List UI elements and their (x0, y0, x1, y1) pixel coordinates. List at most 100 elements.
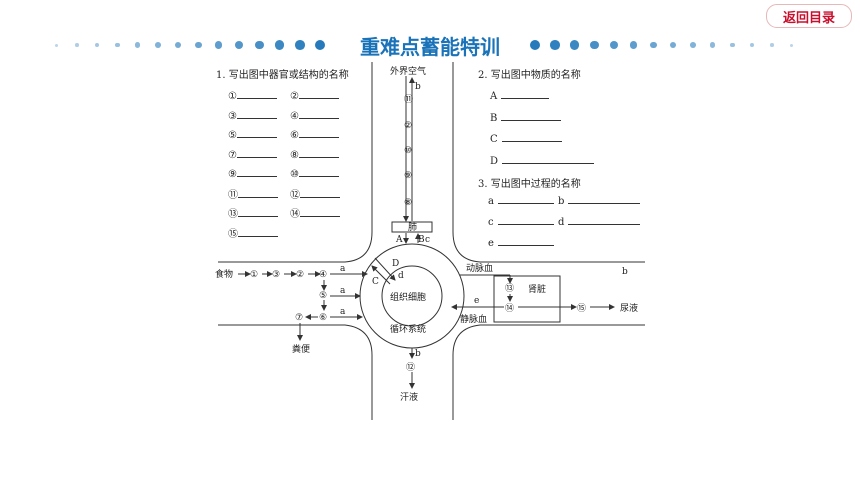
banner-dot (770, 43, 774, 47)
q3-item-label: e (488, 238, 494, 249)
answer-blank[interactable] (236, 166, 277, 177)
answer-blank[interactable] (238, 206, 278, 217)
label-e: e (474, 296, 479, 306)
q3-item-label: a (488, 196, 494, 207)
answer-blank[interactable] (236, 127, 277, 138)
banner-dot (730, 42, 735, 48)
q1-answer-item: ③ (228, 108, 277, 122)
q1-item-label: ⑪ (228, 189, 238, 201)
q2-item-label: D (490, 155, 499, 167)
banner-dot (315, 39, 326, 51)
banner-dot (530, 39, 541, 51)
answer-blank[interactable] (568, 193, 641, 204)
lung-box (391, 221, 433, 233)
answer-blank[interactable] (497, 214, 554, 225)
answer-blank[interactable] (298, 108, 339, 119)
label-d: d (398, 271, 404, 281)
answer-blank[interactable] (300, 206, 340, 217)
q1-item-label: ⑭ (290, 209, 300, 220)
answer-blank[interactable] (497, 193, 554, 204)
q3-item-label: c (488, 217, 494, 228)
num-7: ⑦ (295, 313, 303, 323)
q1-item-label: ⑨ (228, 169, 237, 180)
food-label: 食物 (215, 268, 233, 280)
vein-label: 静脉血 (460, 313, 487, 325)
q1-item-label: ① (228, 91, 237, 102)
banner-dot (295, 40, 305, 50)
q2-answer-item: D (490, 153, 595, 167)
q2-title: 2. 写出图中物质的名称 (478, 70, 581, 81)
answer-blank[interactable] (238, 226, 278, 237)
q3-answer-item: d (558, 214, 641, 228)
q2-answer-item: B (490, 110, 562, 124)
q2-answer-item: A (490, 88, 550, 102)
banner-dot (570, 40, 580, 50)
answer-blank[interactable] (502, 153, 595, 164)
q1-item-label: ⑥ (290, 130, 299, 141)
outside-air-label: 外界空气 (390, 65, 426, 77)
q1-answer-item: ⑫ (290, 186, 340, 201)
q1-answer-item: ⑪ (228, 186, 278, 201)
q3-item-label: b (558, 196, 565, 207)
answer-blank[interactable] (298, 147, 339, 158)
kidney-label: 肾脏 (528, 283, 546, 295)
num-14: ⑭ (505, 303, 514, 314)
answer-blank[interactable] (236, 88, 277, 99)
banner-dot (195, 41, 202, 49)
q1-item-label: ⑩ (290, 169, 299, 180)
q1-title: 1. 写出图中器官或结构的名称 (216, 70, 349, 81)
num-6: ⑥ (319, 313, 327, 323)
frame-lines (218, 62, 645, 420)
banner-dots-left (55, 39, 340, 51)
q1-answer-item: ⑥ (290, 127, 339, 141)
answer-blank[interactable] (236, 108, 277, 119)
answer-blank[interactable] (501, 110, 562, 121)
num-4: ④ (319, 270, 327, 280)
q3-answer-item: e (488, 235, 554, 249)
banner-dot (55, 43, 58, 47)
answer-blank[interactable] (298, 166, 339, 177)
q1-answer-item: ⑩ (290, 166, 339, 180)
q1-item-label: ⑧ (290, 149, 299, 161)
banner-dot (275, 40, 285, 50)
answer-blank[interactable] (298, 88, 339, 99)
banner-dots-right (525, 39, 810, 51)
cell-label: 组织细胞 (390, 291, 426, 303)
num-9: ⑨ (404, 171, 412, 181)
answer-blank[interactable] (497, 235, 554, 246)
lung-label: 肺 (408, 222, 417, 233)
banner-dot (255, 40, 264, 50)
urine-label: 尿液 (620, 302, 638, 314)
q2-answer-item: C (490, 131, 562, 145)
q1-item-label: ③ (228, 110, 237, 122)
label-b-bottom: b (415, 349, 421, 359)
banner-dot (610, 41, 618, 49)
answer-blank[interactable] (568, 214, 641, 225)
q1-answer-item: ④ (290, 108, 339, 122)
q1-answer-item: ① (228, 88, 277, 102)
q1-answer-item: ⑤ (228, 127, 277, 141)
label-B: B (418, 235, 425, 245)
q1-item-label: ⑦ (228, 149, 237, 161)
answer-blank[interactable] (298, 127, 339, 138)
answer-blank[interactable] (236, 147, 277, 158)
kidney-box (493, 275, 561, 323)
answer-blank[interactable] (501, 88, 550, 99)
banner-dot (95, 42, 100, 48)
banner-dot (750, 42, 755, 48)
num-2b: ② (296, 270, 304, 280)
banner-dot (215, 41, 223, 49)
q1-item-label: ⑤ (228, 130, 237, 141)
label-D: D (392, 259, 399, 269)
banner-dot (790, 43, 793, 47)
answer-blank[interactable] (238, 187, 278, 198)
banner-dot (235, 41, 243, 49)
return-to-contents-button[interactable]: 返回目录 (766, 4, 852, 28)
label-A: A (395, 235, 403, 245)
num-12: ⑫ (406, 362, 415, 373)
label-b-right: b (622, 267, 628, 277)
num-8: ⑧ (404, 198, 412, 208)
answer-blank[interactable] (300, 187, 340, 198)
answer-blank[interactable] (501, 131, 562, 142)
num-5: ⑤ (319, 291, 327, 301)
